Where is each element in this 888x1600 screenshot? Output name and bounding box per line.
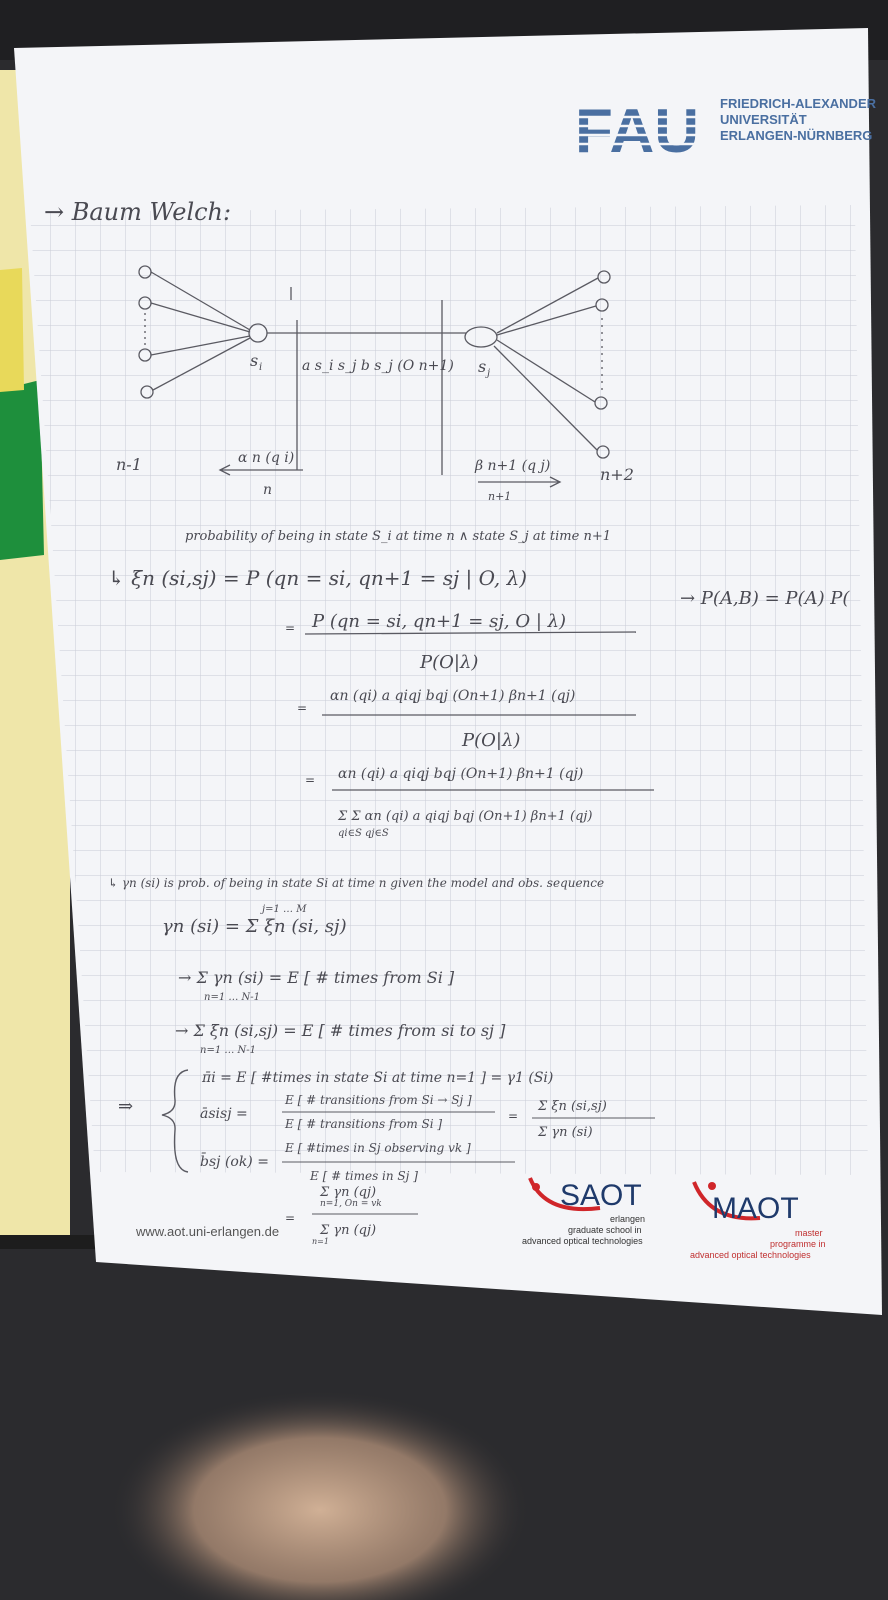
b-update-rhs-den-sub: n=1 <box>312 1237 329 1246</box>
node-sj-circle <box>464 326 498 348</box>
equals-sign: = <box>305 773 315 787</box>
xi-step3-numerator: αn (qi) a qiqj bqj (On+1) βn+1 (qj) <box>338 766 583 782</box>
equals-sign: = <box>285 621 295 635</box>
equals-sign: = <box>285 1211 295 1225</box>
a-update-rhs-numerator: Σ ξn (si,sj) <box>537 1099 607 1114</box>
blurred-finger <box>110 1390 530 1600</box>
b-update-rhs-numerator: Σ γn (qj) <box>319 1185 376 1200</box>
maot-dot <box>708 1182 716 1190</box>
gamma-caption: ↳ γn (si) is prob. of being in state Si … <box>108 876 604 890</box>
implies-arrow: ⇒ <box>118 1096 133 1117</box>
expectation-xi: → Σ ξn (si,sj) = E [ # times from si to … <box>175 1021 506 1040</box>
university-line-3: ERLANGEN-NÜRNBERG <box>720 128 872 143</box>
state-circle <box>595 298 609 312</box>
xi-step1-denominator: P(O|λ) <box>419 652 478 673</box>
node-sj-label: s <box>478 357 486 376</box>
footer-url: www.aot.uni-erlangen.de <box>135 1224 279 1239</box>
exp-xi-limits: n=1 … N-1 <box>200 1045 256 1056</box>
equals-sign: = <box>508 1109 518 1123</box>
a-update-numerator: E [ # transitions from Si → Sj ] <box>284 1093 472 1107</box>
b-update-denominator: E [ # times in Sj ] <box>309 1169 418 1183</box>
a-update-lhs: āsisj = <box>200 1106 248 1122</box>
saot-name: SAOT <box>560 1179 642 1212</box>
xi-step3-denominator: Σ Σ αn (qi) a qiqj bqj (On+1) βn+1 (qj) <box>337 809 593 824</box>
time-prev-label: n-1 <box>116 455 142 474</box>
xi-step1-numerator: P (qn = si, qn+1 = sj, O | λ) <box>311 611 566 632</box>
state-circle <box>596 445 610 459</box>
beta-label: β n+1 (q j) <box>474 458 550 474</box>
xi-step2-numerator: αn (qi) a qiqj bqj (On+1) βn+1 (qj) <box>330 688 575 704</box>
xi-step2-denominator: P(O|λ) <box>461 730 520 751</box>
node-si-label: s <box>250 351 258 370</box>
university-line-2: UNIVERSITÄT <box>720 112 807 127</box>
transition-label: a s_i s_j b s_j (O n+1) <box>302 358 454 374</box>
maot-line-2: programme in <box>770 1239 826 1249</box>
time-next-label: n+2 <box>600 465 634 484</box>
maot-swoosh <box>692 1181 761 1221</box>
b-update-rhs-denominator: Σ γn (qj) <box>319 1223 376 1238</box>
grid-paper <box>30 205 868 1175</box>
side-note: → P(A,B) = P(A) P( <box>680 588 850 609</box>
saot-dot <box>532 1183 540 1191</box>
curly-brace <box>161 1069 189 1173</box>
saot-line-3: advanced optical technologies <box>522 1236 643 1246</box>
saot-line-1: erlangen <box>610 1214 645 1224</box>
gamma-sum-limits: j=1 … M <box>260 904 307 915</box>
state-circle <box>140 385 154 399</box>
maot-logo: MAOT master programme in advanced optica… <box>690 1181 826 1260</box>
gamma-definition: γn (si) = Σ ξn (si, sj) <box>162 916 347 937</box>
saot-line-2: graduate school in <box>568 1225 642 1235</box>
notes-title: → Baum Welch: <box>44 198 231 226</box>
a-update-denominator: E [ # transitions from Si ] <box>284 1117 442 1131</box>
fraction-bar <box>304 631 637 635</box>
equals-sign: = <box>297 701 307 715</box>
xi-definition: ↳ ξn (si,sj) = P (qn = si, qn+1 = sj | O… <box>108 566 527 591</box>
b-update-lhs: b̄sj (ok) = <box>200 1152 269 1170</box>
state-circle <box>594 396 608 410</box>
a-update-rhs-denominator: Σ γn (si) <box>537 1125 593 1140</box>
node-si-sub: i <box>259 362 262 373</box>
exp-gamma-limits: n=1 … N-1 <box>204 992 260 1003</box>
b-update-rhs-num-sub: n=1, On = vk <box>320 1199 382 1209</box>
alpha-time-label: n <box>263 482 272 498</box>
maot-name: MAOT <box>712 1192 799 1225</box>
maot-line-3: advanced optical technologies <box>690 1250 811 1260</box>
maot-line-1: master <box>795 1228 823 1238</box>
node-sj-sub: j <box>485 368 490 379</box>
saot-logo: SAOT erlangen graduate school in advance… <box>522 1177 645 1246</box>
caption-probability: probability of being in state S_i at tim… <box>185 529 611 544</box>
trellis-diagram <box>138 265 611 488</box>
expectation-gamma: → Σ γn (si) = E [ # times from Si ] <box>178 968 455 987</box>
yellow-tab <box>0 268 24 392</box>
alpha-label: α n (q i) <box>238 450 294 466</box>
folder-binding <box>0 1235 110 1249</box>
b-update-numerator: E [ #times in Sj observing vk ] <box>284 1141 471 1155</box>
xi-step3-denominator-sub: qi∈S qj∈S <box>338 828 389 839</box>
university-line-1: FRIEDRICH-ALEXANDER <box>720 96 877 111</box>
green-tab <box>0 380 44 560</box>
fau-logo: FAU FRIEDRICH-ALEXANDER UNIVERSITÄT ERLA… <box>570 96 877 166</box>
state-circle <box>597 270 611 284</box>
beta-time-label: n+1 <box>488 490 511 503</box>
pi-update: π̄i = E [ #times in state Si at time n=1… <box>201 1070 553 1086</box>
